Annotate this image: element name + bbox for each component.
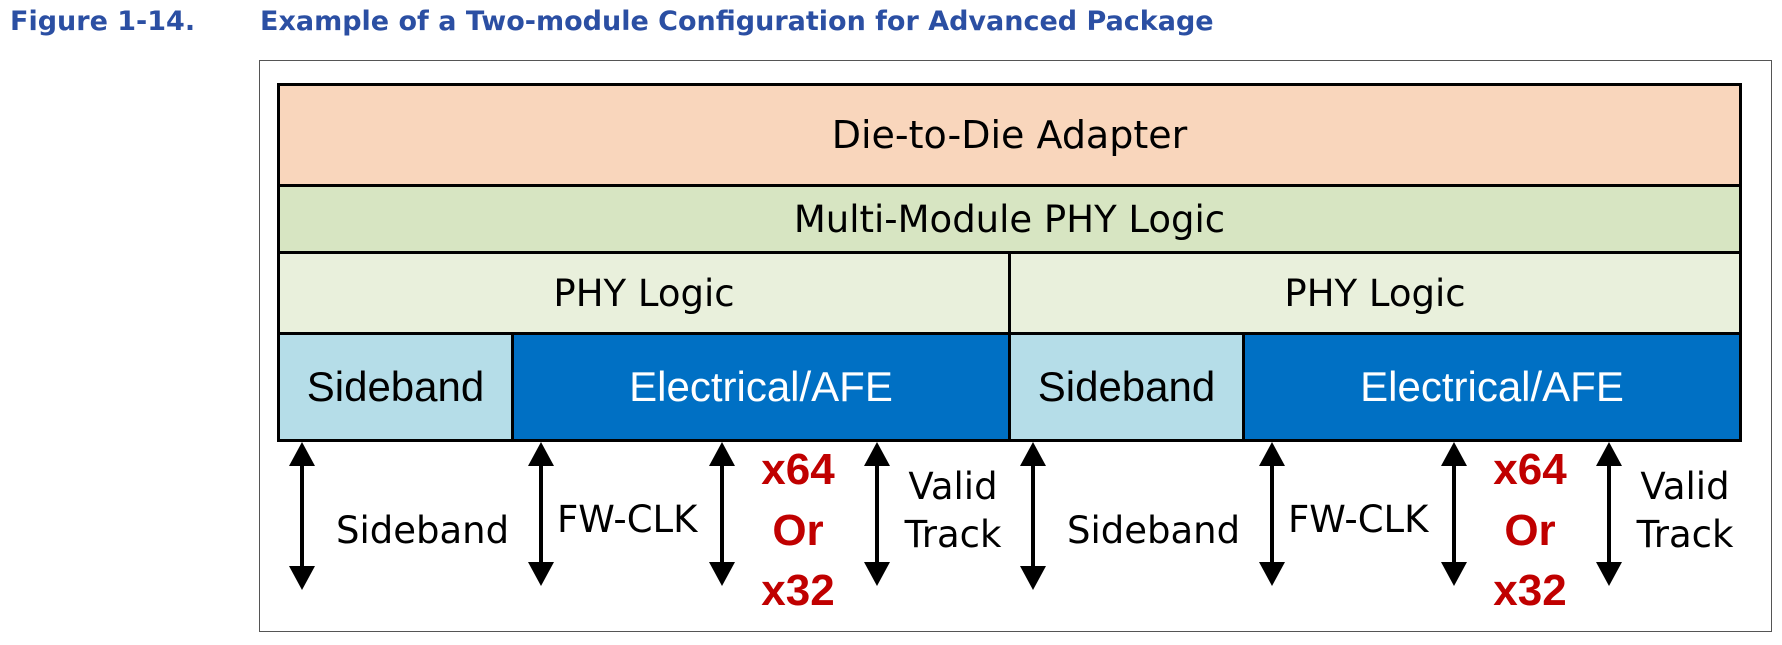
afe-label: Electrical/AFE bbox=[629, 363, 893, 410]
electrical-afe-block-module-2: Electrical/AFE bbox=[1242, 332, 1742, 442]
phy-logic-label: PHY Logic bbox=[553, 271, 735, 315]
sideband-signal-label: Sideband bbox=[336, 509, 510, 552]
double-arrow-sideband-2 bbox=[1020, 442, 1046, 590]
fwclk-signal-label: FW-CLK bbox=[1288, 498, 1429, 541]
sideband-block-module-1: Sideband bbox=[277, 332, 514, 442]
multi-module-phy-logic-block: Multi-Module PHY Logic bbox=[277, 184, 1742, 254]
lane-option-x32: x32 bbox=[1493, 566, 1567, 616]
electrical-afe-block-module-1: Electrical/AFE bbox=[511, 332, 1011, 442]
lane-option-or: Or bbox=[772, 505, 824, 555]
double-arrow-fwclk-2 bbox=[1259, 442, 1285, 586]
phy-logic-label: PHY Logic bbox=[1284, 271, 1466, 315]
afe-label: Electrical/AFE bbox=[1360, 363, 1624, 410]
lane-width-label: x64 Or x32 bbox=[1484, 440, 1576, 622]
sideband-block-module-2: Sideband bbox=[1008, 332, 1245, 442]
lane-option-x32: x32 bbox=[761, 566, 835, 616]
sideband-signal-label: Sideband bbox=[1067, 509, 1241, 552]
lane-option-or: Or bbox=[1504, 505, 1556, 555]
arrow-group bbox=[289, 442, 1622, 590]
double-arrow-valid-track-2 bbox=[1596, 442, 1622, 586]
double-arrow-sideband-1 bbox=[289, 442, 315, 590]
multi-module-phy-label: Multi-Module PHY Logic bbox=[793, 197, 1226, 241]
figure-frame bbox=[259, 60, 1772, 632]
double-arrow-lanes-1 bbox=[709, 442, 735, 586]
sideband-label: Sideband bbox=[1037, 363, 1216, 410]
figure-title: Example of a Two-module Configuration fo… bbox=[260, 6, 1214, 37]
double-arrow-lanes-2 bbox=[1441, 442, 1467, 586]
figure-number: Figure 1-14. bbox=[10, 6, 196, 37]
phy-logic-block-module-2: PHY Logic bbox=[1008, 251, 1742, 335]
adapter-label: Die-to-Die Adapter bbox=[831, 113, 1188, 157]
double-arrow-fwclk-1 bbox=[528, 442, 554, 586]
valid-track-signal-label: Valid Track bbox=[904, 465, 1002, 557]
valid-track-signal-label: Valid Track bbox=[1636, 465, 1734, 557]
fwclk-signal-label: FW-CLK bbox=[557, 498, 698, 541]
phy-logic-block-module-1: PHY Logic bbox=[277, 251, 1011, 335]
double-arrow-valid-track-1 bbox=[864, 442, 890, 586]
lane-option-x64: x64 bbox=[1493, 445, 1567, 494]
figure-caption: Figure 1-14. Example of a Two-module Conf… bbox=[10, 6, 1214, 37]
lane-option-x64: x64 bbox=[761, 445, 835, 494]
lane-width-label: x64 Or x32 bbox=[752, 440, 844, 622]
sideband-label: Sideband bbox=[306, 363, 485, 410]
